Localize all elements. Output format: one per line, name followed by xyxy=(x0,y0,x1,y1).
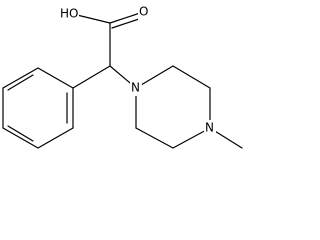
piperazine-bond-1 xyxy=(135,65,174,89)
phenyl-ring xyxy=(2,67,74,149)
phenyl-bond-6 xyxy=(37,67,74,89)
piperazine-bond-2 xyxy=(172,65,211,89)
carbonyl-oxygen-label: O xyxy=(139,5,148,19)
phenyl-double-bond-2 xyxy=(7,125,34,142)
alpha-carbon-bonds xyxy=(72,65,137,89)
phenyl-bond-5 xyxy=(2,67,39,89)
phenyl-bond-2 xyxy=(37,127,74,149)
piperazine-ring xyxy=(135,65,243,149)
structural-formula: HO O N N xyxy=(0,0,249,152)
bond-c-oh xyxy=(76,14,111,24)
piperazine-n1-label: N xyxy=(131,81,140,95)
atom-labels: HO O N N xyxy=(59,5,216,136)
piperazine-n4-label: N xyxy=(205,121,214,135)
phenyl-bond-3 xyxy=(2,127,39,149)
bond-alpha-to-phenyl xyxy=(72,65,111,89)
hydroxyl-label: HO xyxy=(60,7,78,21)
piperazine-bond-4 xyxy=(172,127,211,149)
phenyl-double-bond-3 xyxy=(7,74,34,91)
piperazine-bond-5 xyxy=(135,127,174,149)
bond-c-o-double-2 xyxy=(111,17,143,29)
carboxyl-group xyxy=(76,12,143,67)
bond-c-o-double-1 xyxy=(109,12,141,24)
